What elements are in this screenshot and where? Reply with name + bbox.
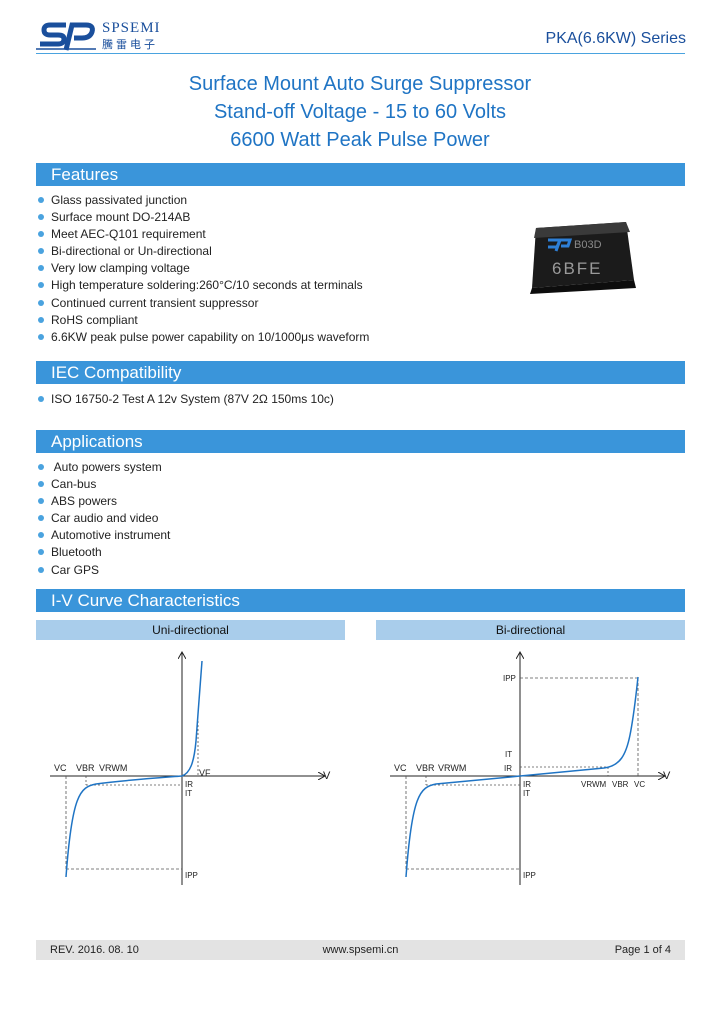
bullet-icon <box>38 282 44 289</box>
list-item: 6.6KW peak pulse power capability on 10/… <box>36 329 369 346</box>
features-list: Glass passivated junction Surface mount … <box>36 192 369 346</box>
label-v: V <box>323 770 331 782</box>
label-ir: IR <box>185 780 193 789</box>
bullet-icon <box>38 299 44 306</box>
label-ir-bottom: IR <box>523 780 531 789</box>
chip-marking-top: B03D <box>574 239 602 251</box>
header-divider <box>36 53 685 54</box>
label-vf: VF <box>199 768 211 778</box>
label-ir-top: IR <box>504 764 512 773</box>
bullet-icon <box>38 515 44 522</box>
bullet-icon <box>38 396 44 402</box>
label-vc: VC <box>54 763 67 773</box>
label-ipp-top: IPP <box>503 674 516 683</box>
bullet-icon <box>38 481 44 488</box>
list-item: Bluetooth <box>36 544 170 561</box>
list-item: ABS powers <box>36 493 170 510</box>
revision-label: REV. 2016. 08. 10 <box>50 944 139 956</box>
bullet-icon <box>38 549 44 556</box>
list-item: ISO 16750-2 Test A 12v System (87V 2Ω 15… <box>36 391 334 408</box>
label-vbr-right: VBR <box>612 780 629 789</box>
brand-name-chinese: 騰雷电子 <box>102 38 158 51</box>
uni-directional-label: Uni-directional <box>36 620 345 640</box>
list-item: Glass passivated junction <box>36 192 369 209</box>
title-line-3: 6600 Watt Peak Pulse Power <box>230 129 490 151</box>
page-number: Page 1 of 4 <box>614 944 671 956</box>
bi-directional-iv-diagram: VC VBR VRWM V IPP IT IR IR IT IPP VRWM V… <box>390 645 671 885</box>
bullet-icon <box>38 316 44 323</box>
bi-directional-label: Bi-directional <box>376 620 685 640</box>
list-item: Automotive instrument <box>36 527 170 544</box>
list-item: Bi-directional or Un-directional <box>36 243 369 260</box>
bullet-icon <box>38 498 44 505</box>
bullet-icon <box>38 566 44 573</box>
bullet-icon <box>38 197 44 203</box>
applications-heading: Applications <box>36 430 685 453</box>
label-vc-right: VC <box>634 780 645 789</box>
series-label: PKA(6.6KW) Series <box>545 30 686 47</box>
title-line-1: Surface Mount Auto Surge Suppressor <box>188 73 532 95</box>
footer: REV. 2016. 08. 10 www.spsemi.cn Page 1 o… <box>36 940 685 960</box>
iec-list: ISO 16750-2 Test A 12v System (87V 2Ω 15… <box>36 391 334 408</box>
applications-list: Auto powers system Can-bus ABS powers Ca… <box>36 459 170 579</box>
list-item: Very low clamping voltage <box>36 260 369 277</box>
list-item: Surface mount DO-214AB <box>36 209 369 226</box>
list-item: Meet AEC-Q101 requirement <box>36 226 369 243</box>
bi-iv-curve <box>405 676 639 878</box>
bullet-icon <box>38 231 44 238</box>
chip-marking-main: 6BFE <box>552 259 603 278</box>
label-vrwm-right: VRWM <box>581 780 607 789</box>
list-item: Car audio and video <box>36 510 170 527</box>
list-item: Can-bus <box>36 476 170 493</box>
features-heading: Features <box>36 163 685 186</box>
brand-name: SPSEMI <box>102 20 161 36</box>
bullet-icon <box>38 265 44 272</box>
list-item: Auto powers system <box>36 459 170 476</box>
label-v: V <box>663 770 671 782</box>
list-item: High temperature soldering:260°C/10 seco… <box>36 277 369 294</box>
bullet-icon <box>38 464 44 470</box>
label-it-top: IT <box>505 750 512 759</box>
title-line-2: Stand-off Voltage - 15 to 60 Volts <box>213 101 507 123</box>
label-ipp: IPP <box>185 871 198 880</box>
list-item: Continued current transient suppressor <box>36 295 369 312</box>
label-it-bottom: IT <box>523 789 530 798</box>
bullet-icon <box>38 532 44 539</box>
spsemi-logo-icon <box>36 22 96 51</box>
website-link[interactable]: www.spsemi.cn <box>322 944 399 956</box>
iec-heading: IEC Compatibility <box>36 361 685 384</box>
label-vrwm-left: VRWM <box>438 763 466 773</box>
uni-directional-iv-diagram: VC VBR VRWM V VF IR IT IPP <box>50 645 331 885</box>
label-it: IT <box>185 789 192 798</box>
iv-curve-heading: I-V Curve Characteristics <box>36 589 685 612</box>
label-vbr: VBR <box>76 763 95 773</box>
bullet-icon <box>38 248 44 255</box>
do-214ab-package-image: B03D 6BFE <box>530 222 636 294</box>
list-item: Car GPS <box>36 562 170 579</box>
label-vbr-left: VBR <box>416 763 435 773</box>
bullet-icon <box>38 214 44 221</box>
label-vc-left: VC <box>394 763 407 773</box>
bullet-icon <box>38 333 44 340</box>
label-vrwm: VRWM <box>99 763 127 773</box>
list-item: RoHS compliant <box>36 312 369 329</box>
label-ipp-bottom: IPP <box>523 871 536 880</box>
uni-iv-curve <box>65 660 203 878</box>
